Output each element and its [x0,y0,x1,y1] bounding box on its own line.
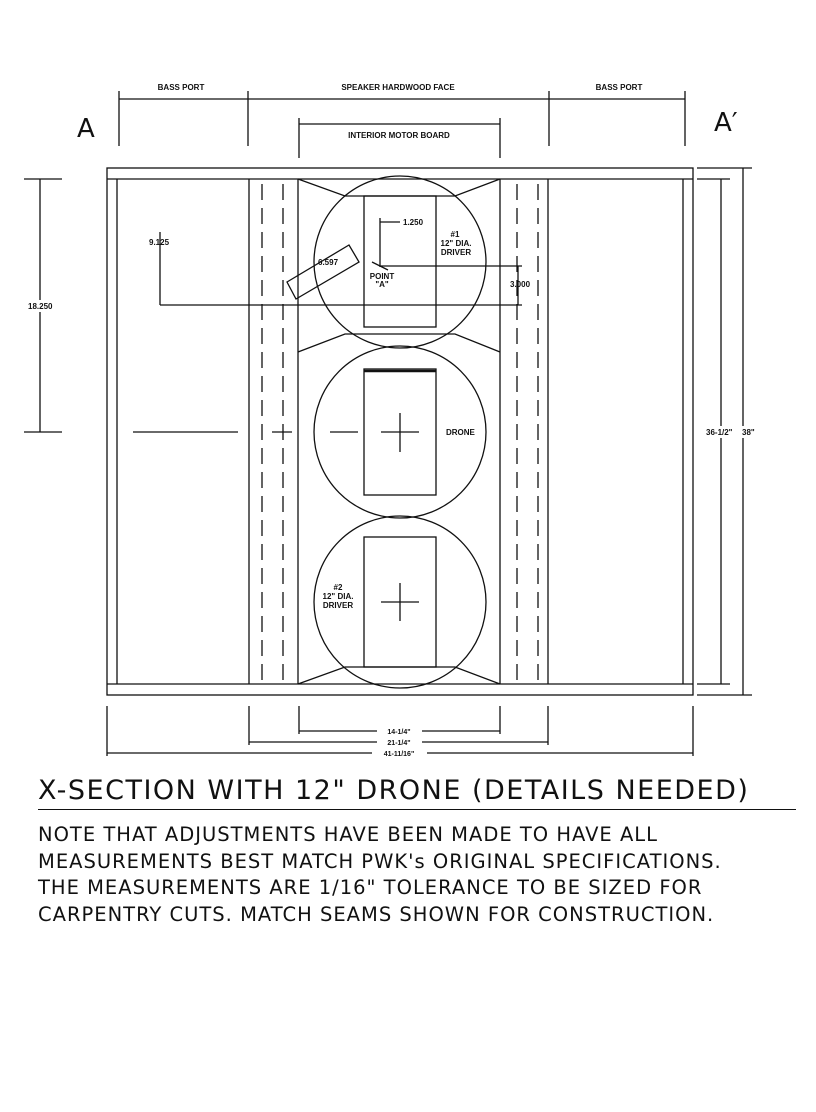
dim-3000-label: 3.000 [510,280,531,289]
point-a-construction [159,218,522,306]
drawing-title: X-SECTION WITH 12" DRONE (DETAILS NEEDED… [38,775,750,806]
width-21-label: 21-1/4" [387,740,410,747]
motor-board-label: INTERIOR MOTOR BOARD [348,131,450,140]
speaker-face-label: SPEAKER HARDWOOD FACE [341,83,455,92]
driver2-label-3: DRIVER [323,601,353,610]
motor-board-bracket [298,118,501,158]
dim-36-half-label: 36-1/2" [706,428,733,437]
note-line: MEASUREMENTS BEST MATCH PWK's ORIGINAL S… [38,849,722,873]
width-41-label: 41-11/16" [384,751,415,758]
section-a-prime-marker: A′ [714,108,738,138]
note-line: NOTE THAT ADJUSTMENTS HAVE BEEN MADE TO … [38,823,659,846]
middle-brace [297,333,501,353]
dim-38-label: 38" [742,428,755,437]
drone [313,345,487,519]
dim-1250-label: 1.250 [403,218,424,227]
cross-section-drawing: BASS PORT SPEAKER HARDWOOD FACE BASS POR… [24,83,755,758]
construction-notes: NOTE THAT ADJUSTMENTS HAVE BEEN MADE TO … [38,822,808,928]
dim-6597-label: 6.597 [318,258,339,267]
top-brace [297,178,501,197]
title-underline [38,809,796,810]
dim-18250-label: 18.250 [28,302,53,311]
driver1-label-3: DRIVER [441,248,471,257]
drone-label: DRONE [446,428,476,437]
note-line: THE MEASUREMENTS ARE 1/16" TOLERANCE TO … [38,876,703,899]
note-line: CARPENTRY CUTS. MATCH SEAMS SHOWN FOR CO… [38,902,715,926]
driver1-label-1: #1 [451,230,460,239]
driver2-label-1: #2 [334,583,343,592]
section-a-marker: A [77,114,95,144]
dimension-3000 [478,266,522,306]
driver2-label-2: 12" DIA. [323,592,354,601]
bass-port-right-label: BASS PORT [596,83,643,92]
point-a-label-1: POINT [370,272,395,281]
bass-port-left-label: BASS PORT [158,83,205,92]
driver-1 [313,175,487,349]
dim-9125-label: 9.125 [149,238,170,247]
driver1-label-2: 12" DIA. [441,239,472,248]
bottom-brace [297,666,501,685]
width-14-label: 14-1/4" [387,729,410,736]
point-a-label-2: "A" [375,280,389,289]
top-dimension-bar [118,91,686,146]
cabinet-outline [106,167,694,696]
